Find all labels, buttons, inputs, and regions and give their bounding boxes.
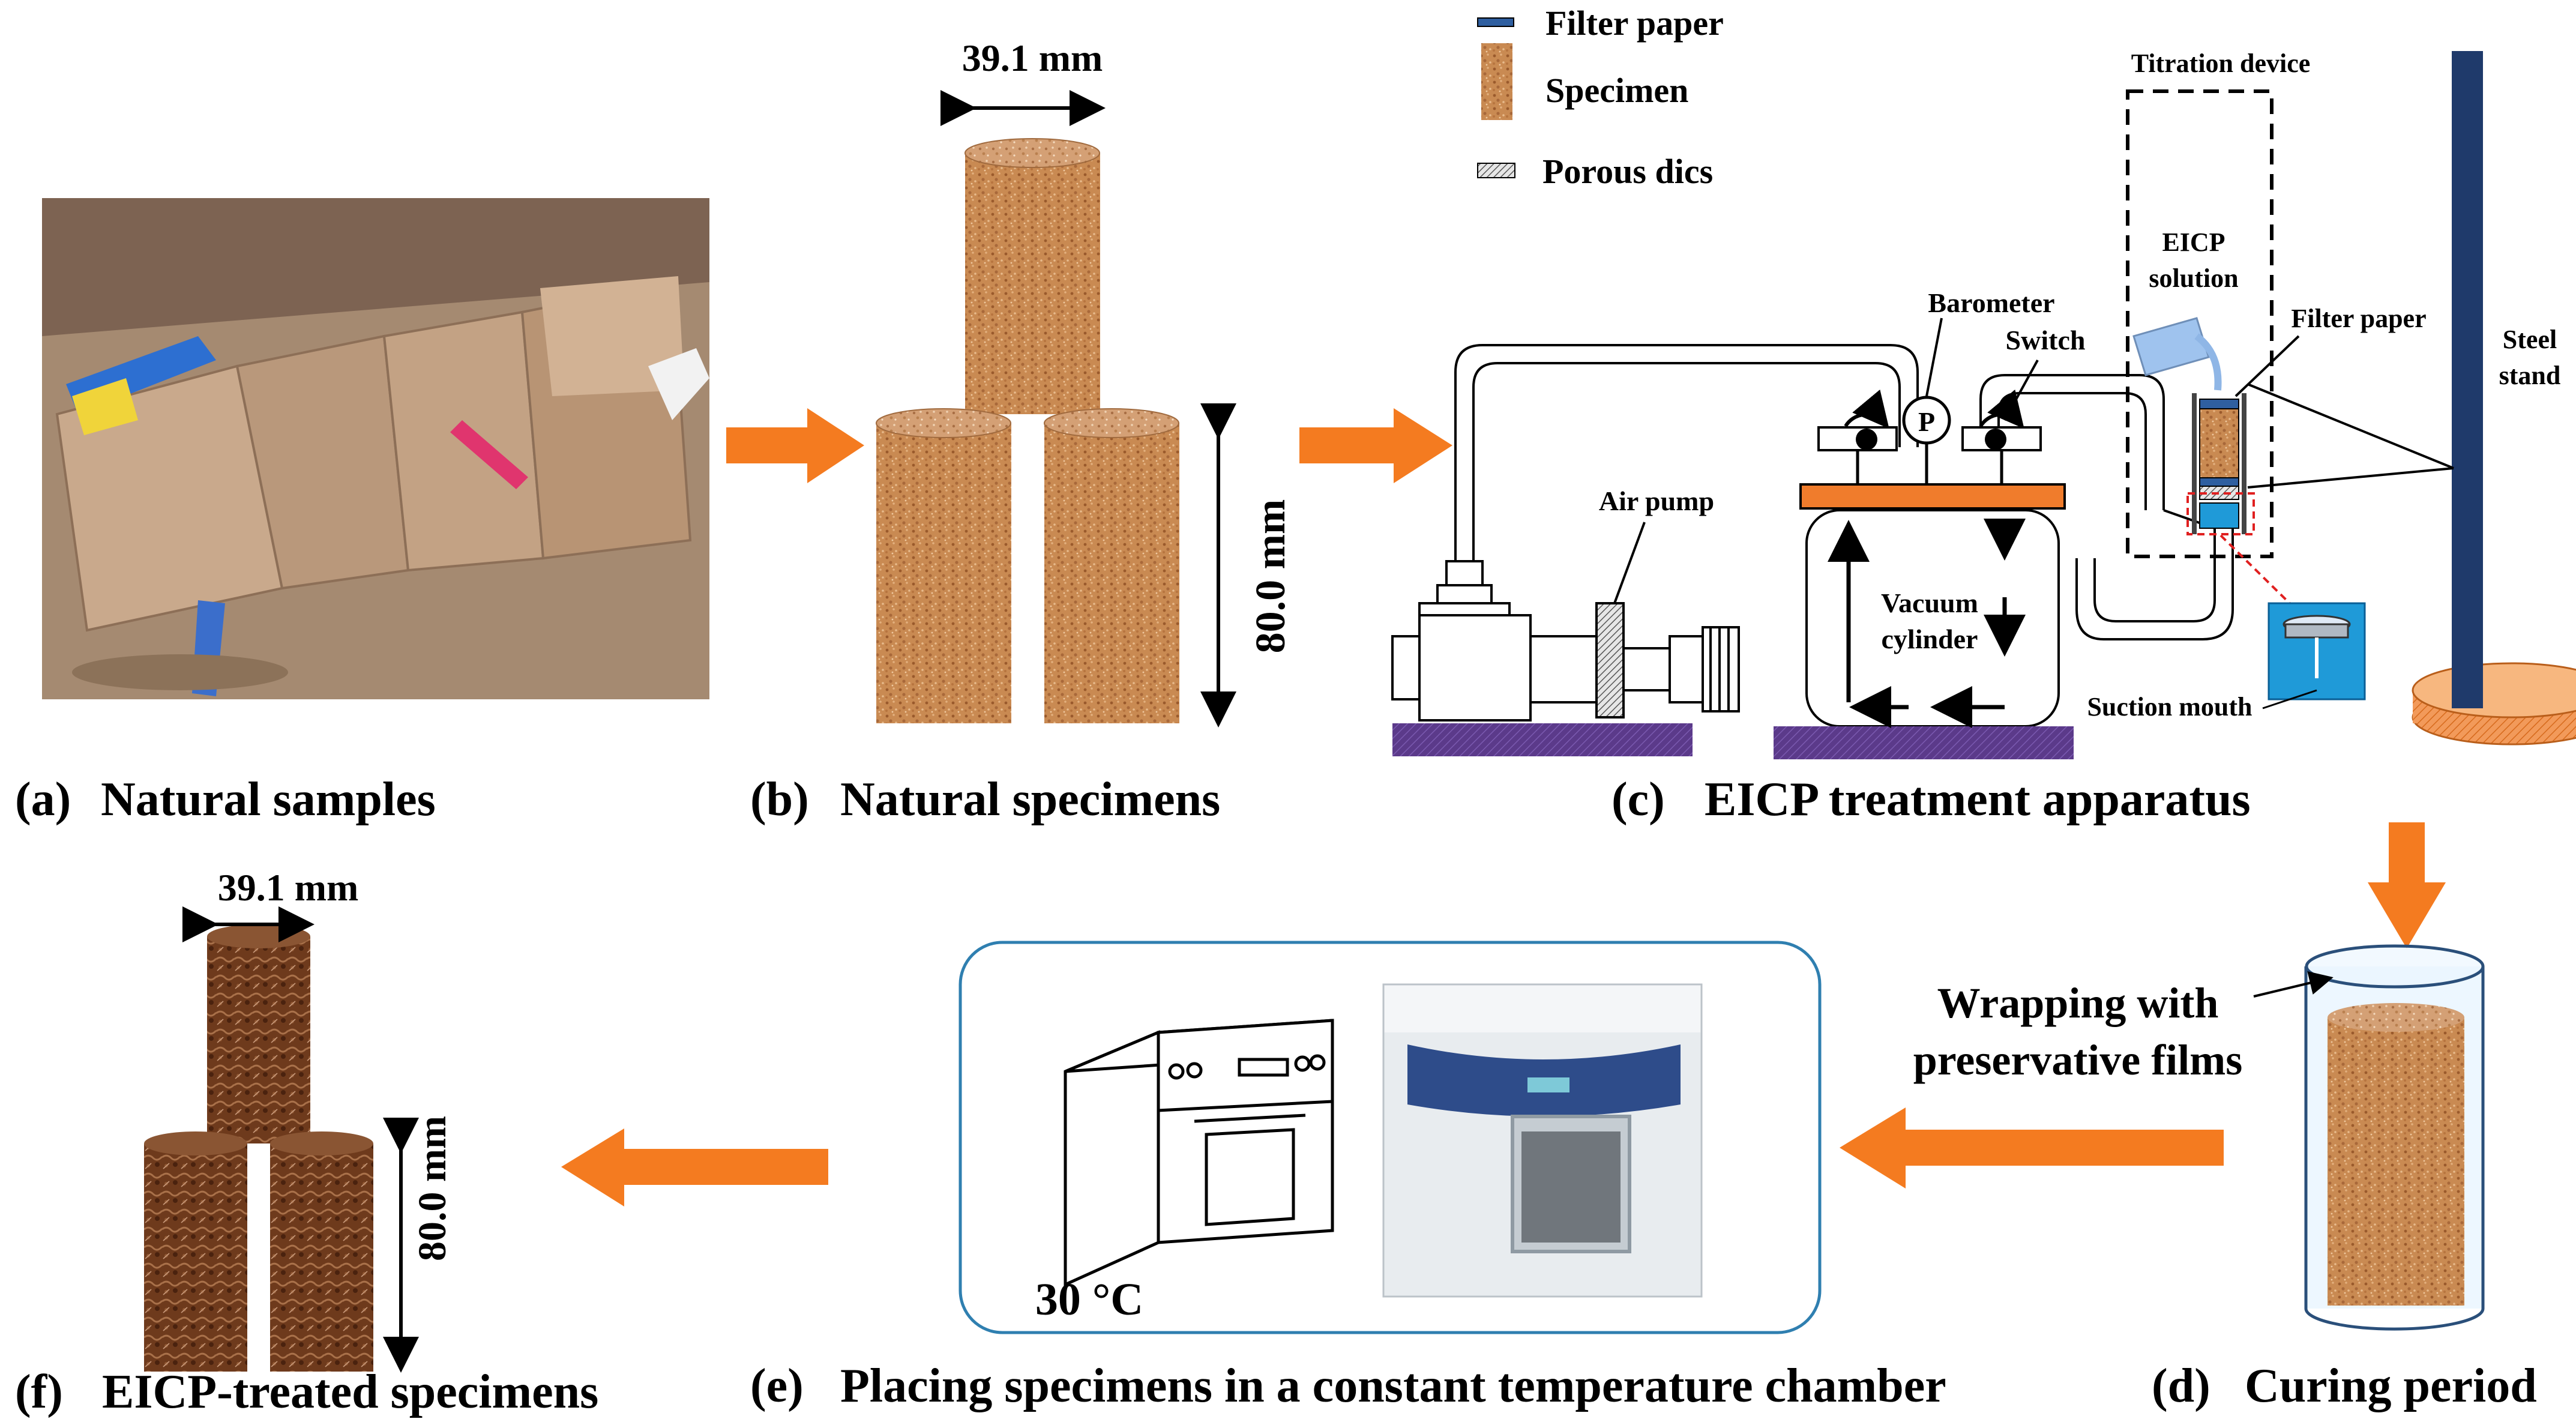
vacuum-cylinder-lid <box>1799 483 2066 510</box>
natural-specimen-cylinders <box>876 138 1179 723</box>
caption-b-text: Natural specimens <box>840 773 1220 826</box>
arrow-c-to-d <box>2368 822 2446 948</box>
switch-leader <box>2003 360 2039 421</box>
titration-device-label: Titration device <box>2131 49 2311 78</box>
air-pump <box>1391 560 1740 722</box>
tubing <box>1454 344 2234 640</box>
titration-device-box <box>2126 89 2274 558</box>
natural-samples-photo <box>42 198 709 699</box>
switch-label: Switch <box>2006 325 2086 355</box>
process-arrows <box>561 408 2446 1207</box>
beaker-icon <box>2132 317 2222 391</box>
caption-d-text: Curing period <box>2245 1360 2537 1412</box>
steel-stand-label-2: stand <box>2499 361 2561 390</box>
height-label: 80.0 mm <box>1248 499 1294 654</box>
arrow-b-to-c <box>1299 408 1452 483</box>
zoom-leader <box>2219 534 2294 607</box>
gauge-letter: P <box>1918 406 1935 437</box>
wrapping-label-1: Wrapping with <box>1937 979 2219 1027</box>
caption-d-letter: (d) <box>2152 1360 2210 1412</box>
left-valve-icon <box>1817 389 1898 484</box>
air-pump-leader <box>1613 522 1646 604</box>
wrapped-specimen <box>2304 944 2485 1331</box>
legend-porous-disc-swatch <box>1477 163 1515 178</box>
legend-filter-paper-label: Filter paper <box>1545 4 1724 43</box>
caption-a-text: Natural samples <box>101 773 436 826</box>
caption-e-letter: (e) <box>750 1360 804 1412</box>
wrapping-label-2: preservative films <box>1913 1036 2243 1084</box>
vacuum-cylinder-base <box>1774 726 2074 759</box>
suction-mouth-inset <box>2268 602 2366 700</box>
flow-arrows <box>1828 519 2026 728</box>
steel-stand-label-1: Steel <box>2503 325 2557 354</box>
vacuum-cylinder-label-1: Vacuum <box>1881 588 1978 618</box>
clamp-lines <box>2247 383 2454 489</box>
caption-f-letter: (f) <box>15 1366 63 1418</box>
caption-f-text: EICP-treated specimens <box>102 1366 598 1418</box>
incubator-photo <box>1382 983 1703 1298</box>
caption-c-letter: (c) <box>1612 773 1665 826</box>
vacuum-cylinder <box>1805 509 2060 728</box>
diameter-label: 39.1 mm <box>962 37 1103 79</box>
suction-mouth-leader <box>2262 689 2317 709</box>
oven-icon <box>1064 1019 1334 1287</box>
eicp-solution-label-2: solution <box>2149 264 2238 293</box>
legend-porous-disc-label: Porous dics <box>1542 152 1713 191</box>
arrow-e-to-f <box>561 1128 828 1207</box>
suction-mouth-label: Suction mouth <box>2087 692 2252 722</box>
zoom-box <box>2186 492 2255 535</box>
vacuum-cylinder-label-2: cylinder <box>1882 624 1978 654</box>
arrow-a-to-b <box>726 408 864 483</box>
filter-paper-label: Filter paper <box>2291 304 2426 333</box>
air-pump-base <box>1392 723 1693 756</box>
treated-height-label: 80.0 mm <box>411 1116 454 1261</box>
legend-filter-paper-swatch <box>1477 17 1514 27</box>
specimen-column <box>2192 393 2246 534</box>
arrow-d-to-e <box>1840 1107 2224 1188</box>
legend: Filter paper Specimen Porous dics <box>1477 4 1724 191</box>
barometer-gauge: P <box>1902 396 1951 484</box>
filter-paper-leader <box>2234 335 2300 397</box>
temperature-label: 30 °C <box>1035 1274 1143 1325</box>
caption-a-letter: (a) <box>15 773 71 826</box>
steel-stand <box>2412 51 2576 746</box>
legend-specimen-swatch <box>1481 43 1512 120</box>
air-pump-label: Air pump <box>1599 486 1714 516</box>
barometer-label: Barometer <box>1928 288 2054 318</box>
eicp-solution-label-1: EICP <box>2162 227 2225 257</box>
caption-e-text: Placing specimens in a constant temperat… <box>840 1360 1946 1412</box>
barometer-leader <box>1925 318 1943 397</box>
legend-specimen-label: Specimen <box>1545 71 1688 110</box>
treated-diameter-label: 39.1 mm <box>218 866 359 909</box>
caption-c-text: EICP treatment apparatus <box>1705 773 2251 826</box>
treated-specimen-cylinders <box>144 924 373 1372</box>
right-valve-icon <box>1961 389 2042 484</box>
wrapping-leader <box>2253 971 2334 998</box>
caption-b-letter: (b) <box>750 773 809 826</box>
